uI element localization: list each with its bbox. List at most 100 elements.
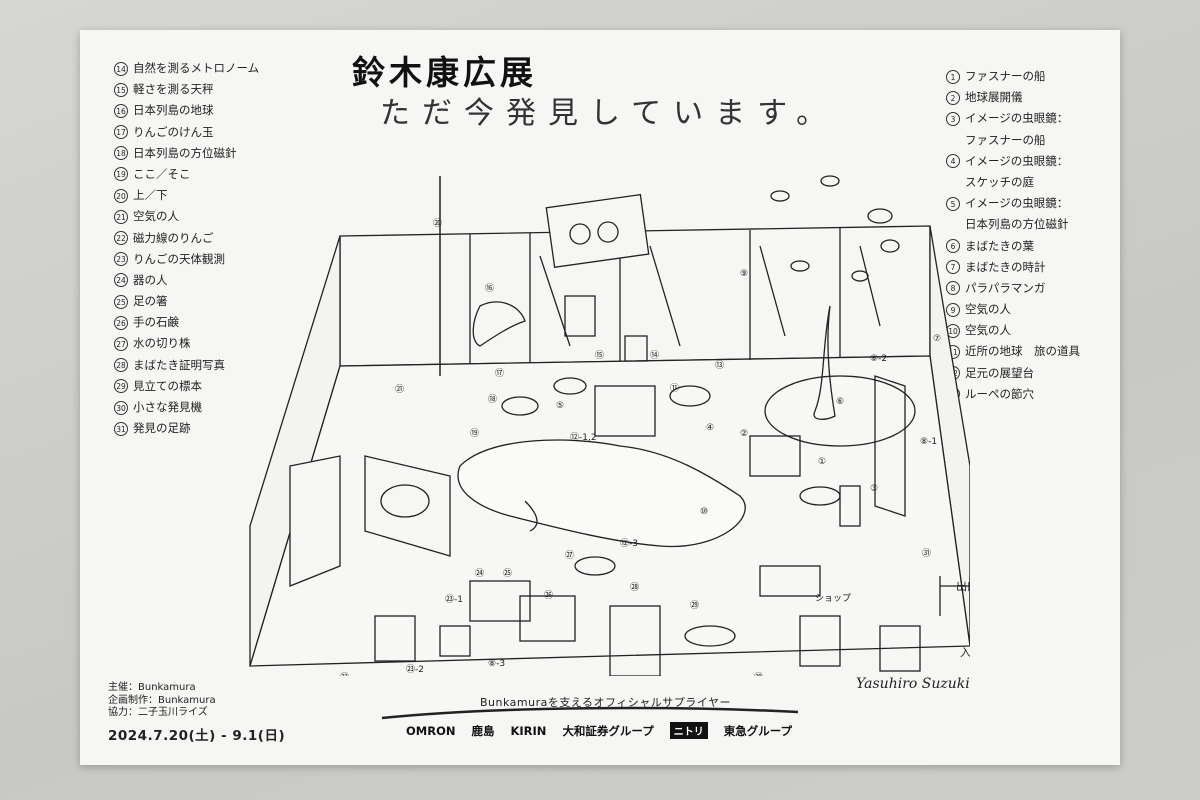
item-label: まばたきの葉 <box>965 238 1034 253</box>
item-label: 見立ての標本 <box>133 378 202 393</box>
sponsor-logo: 東急グループ <box>723 723 793 738</box>
produce-credit: 企画制作：Bunkamura <box>108 694 216 706</box>
map-label: ㉒ <box>340 672 349 676</box>
item-label: 上／下 <box>133 188 168 203</box>
map-label: ⑨ <box>740 269 748 279</box>
list-item: 25 足の箸 <box>114 291 259 312</box>
map-label: ④ <box>706 423 714 433</box>
venue-floor-map: ① ② ③ ④ ⑤ ⑥ ⑦ ⑧-1 ⑧-2 ⑧-3 ⑨ ⑩ ⑪ ⑫-1,2 ⑫-… <box>249 175 970 676</box>
item-number: 21 <box>114 209 128 224</box>
item-label: まばたきの時計 <box>965 259 1046 274</box>
shop-label: ショップ <box>815 593 851 604</box>
item-label: 空気の人 <box>965 323 1011 338</box>
host-credit: 主催：Bunkamura <box>108 682 196 693</box>
item-label: 発見の足跡 <box>133 421 191 436</box>
map-label: ㉙ <box>690 600 699 611</box>
item-number: 30 <box>114 400 128 415</box>
item-number: 31 <box>114 421 128 436</box>
item-number: 19 <box>114 167 128 182</box>
map-label: ⑧-1 <box>920 437 937 447</box>
item-label: 足元の展望台 <box>965 365 1034 380</box>
list-item: 15 軽さを測る天秤 <box>114 79 259 100</box>
item-label: まばたき証明写真 <box>133 357 225 372</box>
item-label: ファスナーの船 <box>965 69 1046 83</box>
item-number: 15 <box>114 82 128 97</box>
map-label: ⑮ <box>595 350 604 361</box>
list-item-continuation: ファスナーの船 <box>965 132 1046 147</box>
map-label: ㉛ <box>922 548 931 559</box>
swoosh-divider <box>381 706 799 720</box>
item-number: 29 <box>114 379 128 394</box>
item-number: 24 <box>114 273 128 288</box>
item-number: 25 <box>114 294 128 309</box>
item-label: イメージの虫眼鏡： <box>965 153 1069 168</box>
map-label: ① <box>818 457 826 467</box>
sponsor-logo: OMRON <box>406 723 456 738</box>
list-item: 27 水の切り株 <box>114 333 259 354</box>
sponsor-heading: Bunkamuraを支えるオフィシャルサプライヤー <box>480 696 731 709</box>
map-label: ⑥ <box>836 397 844 407</box>
item-number: 5 <box>946 196 960 211</box>
sponsor-logos: OMRON 鹿島 KIRIN 大和証券グループ ニトリ 東急グループ <box>406 722 792 739</box>
map-label: ㉓-2 <box>406 664 424 675</box>
map-label: ㉓-1 <box>445 594 463 605</box>
list-item: 1 ファスナーの船 <box>946 66 1080 87</box>
list-item: 31 発見の足跡 <box>114 418 259 439</box>
list-item: 29 見立ての標本 <box>114 376 259 397</box>
list-item-continuation: 日本列島の方位磁針 <box>965 217 1069 232</box>
item-number: 28 <box>114 358 128 373</box>
item-label: ここ／そこ <box>133 166 191 181</box>
list-item: 18 日本列島の方位磁針 <box>114 143 259 164</box>
item-number: 18 <box>114 146 128 161</box>
list-item: 4 イメージの虫眼鏡： <box>946 151 1080 172</box>
exhibition-dates: 2024.7.20(土) - 9.1(日) <box>108 728 286 744</box>
item-label: 軽さを測る天秤 <box>133 82 214 97</box>
item-number: 14 <box>114 61 128 76</box>
item-number: 1 <box>946 69 960 84</box>
map-label: ⑲ <box>470 428 479 439</box>
item-number: 4 <box>946 154 960 169</box>
item-label: 器の人 <box>133 272 168 287</box>
map-label: ⑤ <box>556 401 564 411</box>
item-label: 足の箸 <box>133 294 168 309</box>
map-label: ⑱ <box>488 394 497 405</box>
item-number: 27 <box>114 336 128 351</box>
list-item: 7 まばたきの時計 <box>946 257 1080 278</box>
map-label: ⑫-3 <box>620 538 638 549</box>
item-label: 日本列島の地球 <box>133 103 214 118</box>
map-label: ⑧-2 <box>870 354 887 364</box>
item-number: 23 <box>114 252 128 267</box>
list-item: 24 器の人 <box>114 270 259 291</box>
map-label: ㉚ <box>754 672 763 676</box>
credits: 主催：Bunkamura 企画制作：Bunkamura 協力：二子玉川ライズ <box>108 682 216 720</box>
map-label: ⑬ <box>715 360 724 371</box>
exit-label: 出口 <box>956 579 970 593</box>
item-number: 20 <box>114 188 128 203</box>
item-label: 日本列島の方位磁針 <box>133 145 237 160</box>
item-label: イメージの虫眼鏡： <box>965 196 1069 211</box>
item-label: 水の切り株 <box>133 336 191 351</box>
item-label: 空気の人 <box>965 302 1011 317</box>
map-label: ㉑ <box>395 384 404 395</box>
exhibition-subtitle: ただ今発見しています。 <box>380 96 839 131</box>
item-label: パラパラマンガ <box>965 280 1046 295</box>
sponsor-logo: 大和証券グループ <box>562 723 654 738</box>
map-label: ⑧-3 <box>488 659 505 669</box>
item-number: 17 <box>114 125 128 140</box>
item-label: 近所の地球 旅の道具 <box>965 344 1080 359</box>
sponsor-logo: ニトリ <box>669 722 708 739</box>
item-label: 磁力線のりんご <box>133 230 214 245</box>
map-label: ⑭ <box>650 350 659 361</box>
item-number: 7 <box>946 260 960 275</box>
item-number: 9 <box>946 302 960 317</box>
